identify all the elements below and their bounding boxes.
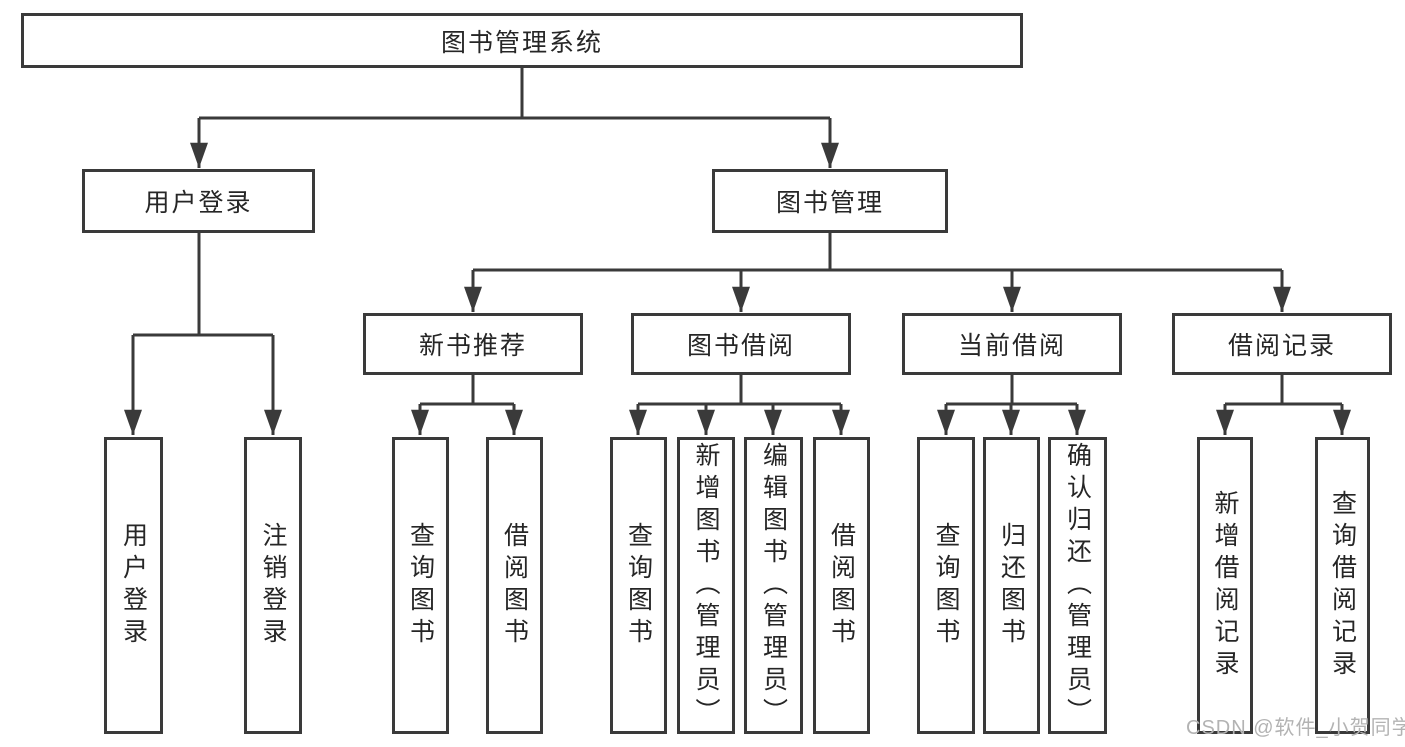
- node-query-book-3: 查询图书: [917, 437, 975, 734]
- csdn-watermark: CSDN @软件_小贺同学: [1186, 717, 1405, 739]
- node-logout: 注销登录: [244, 437, 302, 734]
- node-current-borrow: 当前借阅: [902, 313, 1122, 375]
- node-new-book-rec: 新书推荐: [363, 313, 583, 375]
- node-root: 图书管理系统: [21, 13, 1023, 68]
- connector-borrow-records-to-children: [1216, 375, 1351, 435]
- node-borrow-book-2: 借阅图书: [813, 437, 870, 734]
- connector-current-borrow-to-children: [937, 375, 1086, 435]
- connector-book-mgmt-to-level3: [464, 233, 1291, 312]
- node-query-book-1: 查询图书: [392, 437, 449, 734]
- connector-new-book-rec-to-children: [411, 375, 523, 435]
- connector-user-login-group-to-children: [124, 233, 282, 435]
- node-user-login: 用户登录: [104, 437, 163, 734]
- node-borrow-book-1: 借阅图书: [486, 437, 543, 734]
- node-borrow-records: 借阅记录: [1172, 313, 1392, 375]
- node-edit-book: 编辑图书（管理员）: [744, 437, 803, 734]
- node-book-borrow: 图书借阅: [631, 313, 851, 375]
- node-add-book: 新增图书（管理员）: [677, 437, 735, 734]
- node-confirm-return: 确认归还（管理员）: [1048, 437, 1107, 734]
- node-book-mgmt: 图书管理: [712, 169, 948, 233]
- node-add-borrow-record: 新增借阅记录: [1197, 437, 1253, 734]
- node-query-book-2: 查询图书: [610, 437, 667, 734]
- node-return-book: 归还图书: [983, 437, 1040, 734]
- connector-root-to-level2: [190, 68, 839, 168]
- node-query-borrow-record: 查询借阅记录: [1315, 437, 1370, 734]
- connector-book-borrow-to-children: [629, 375, 850, 435]
- node-user-login-group: 用户登录: [82, 169, 315, 233]
